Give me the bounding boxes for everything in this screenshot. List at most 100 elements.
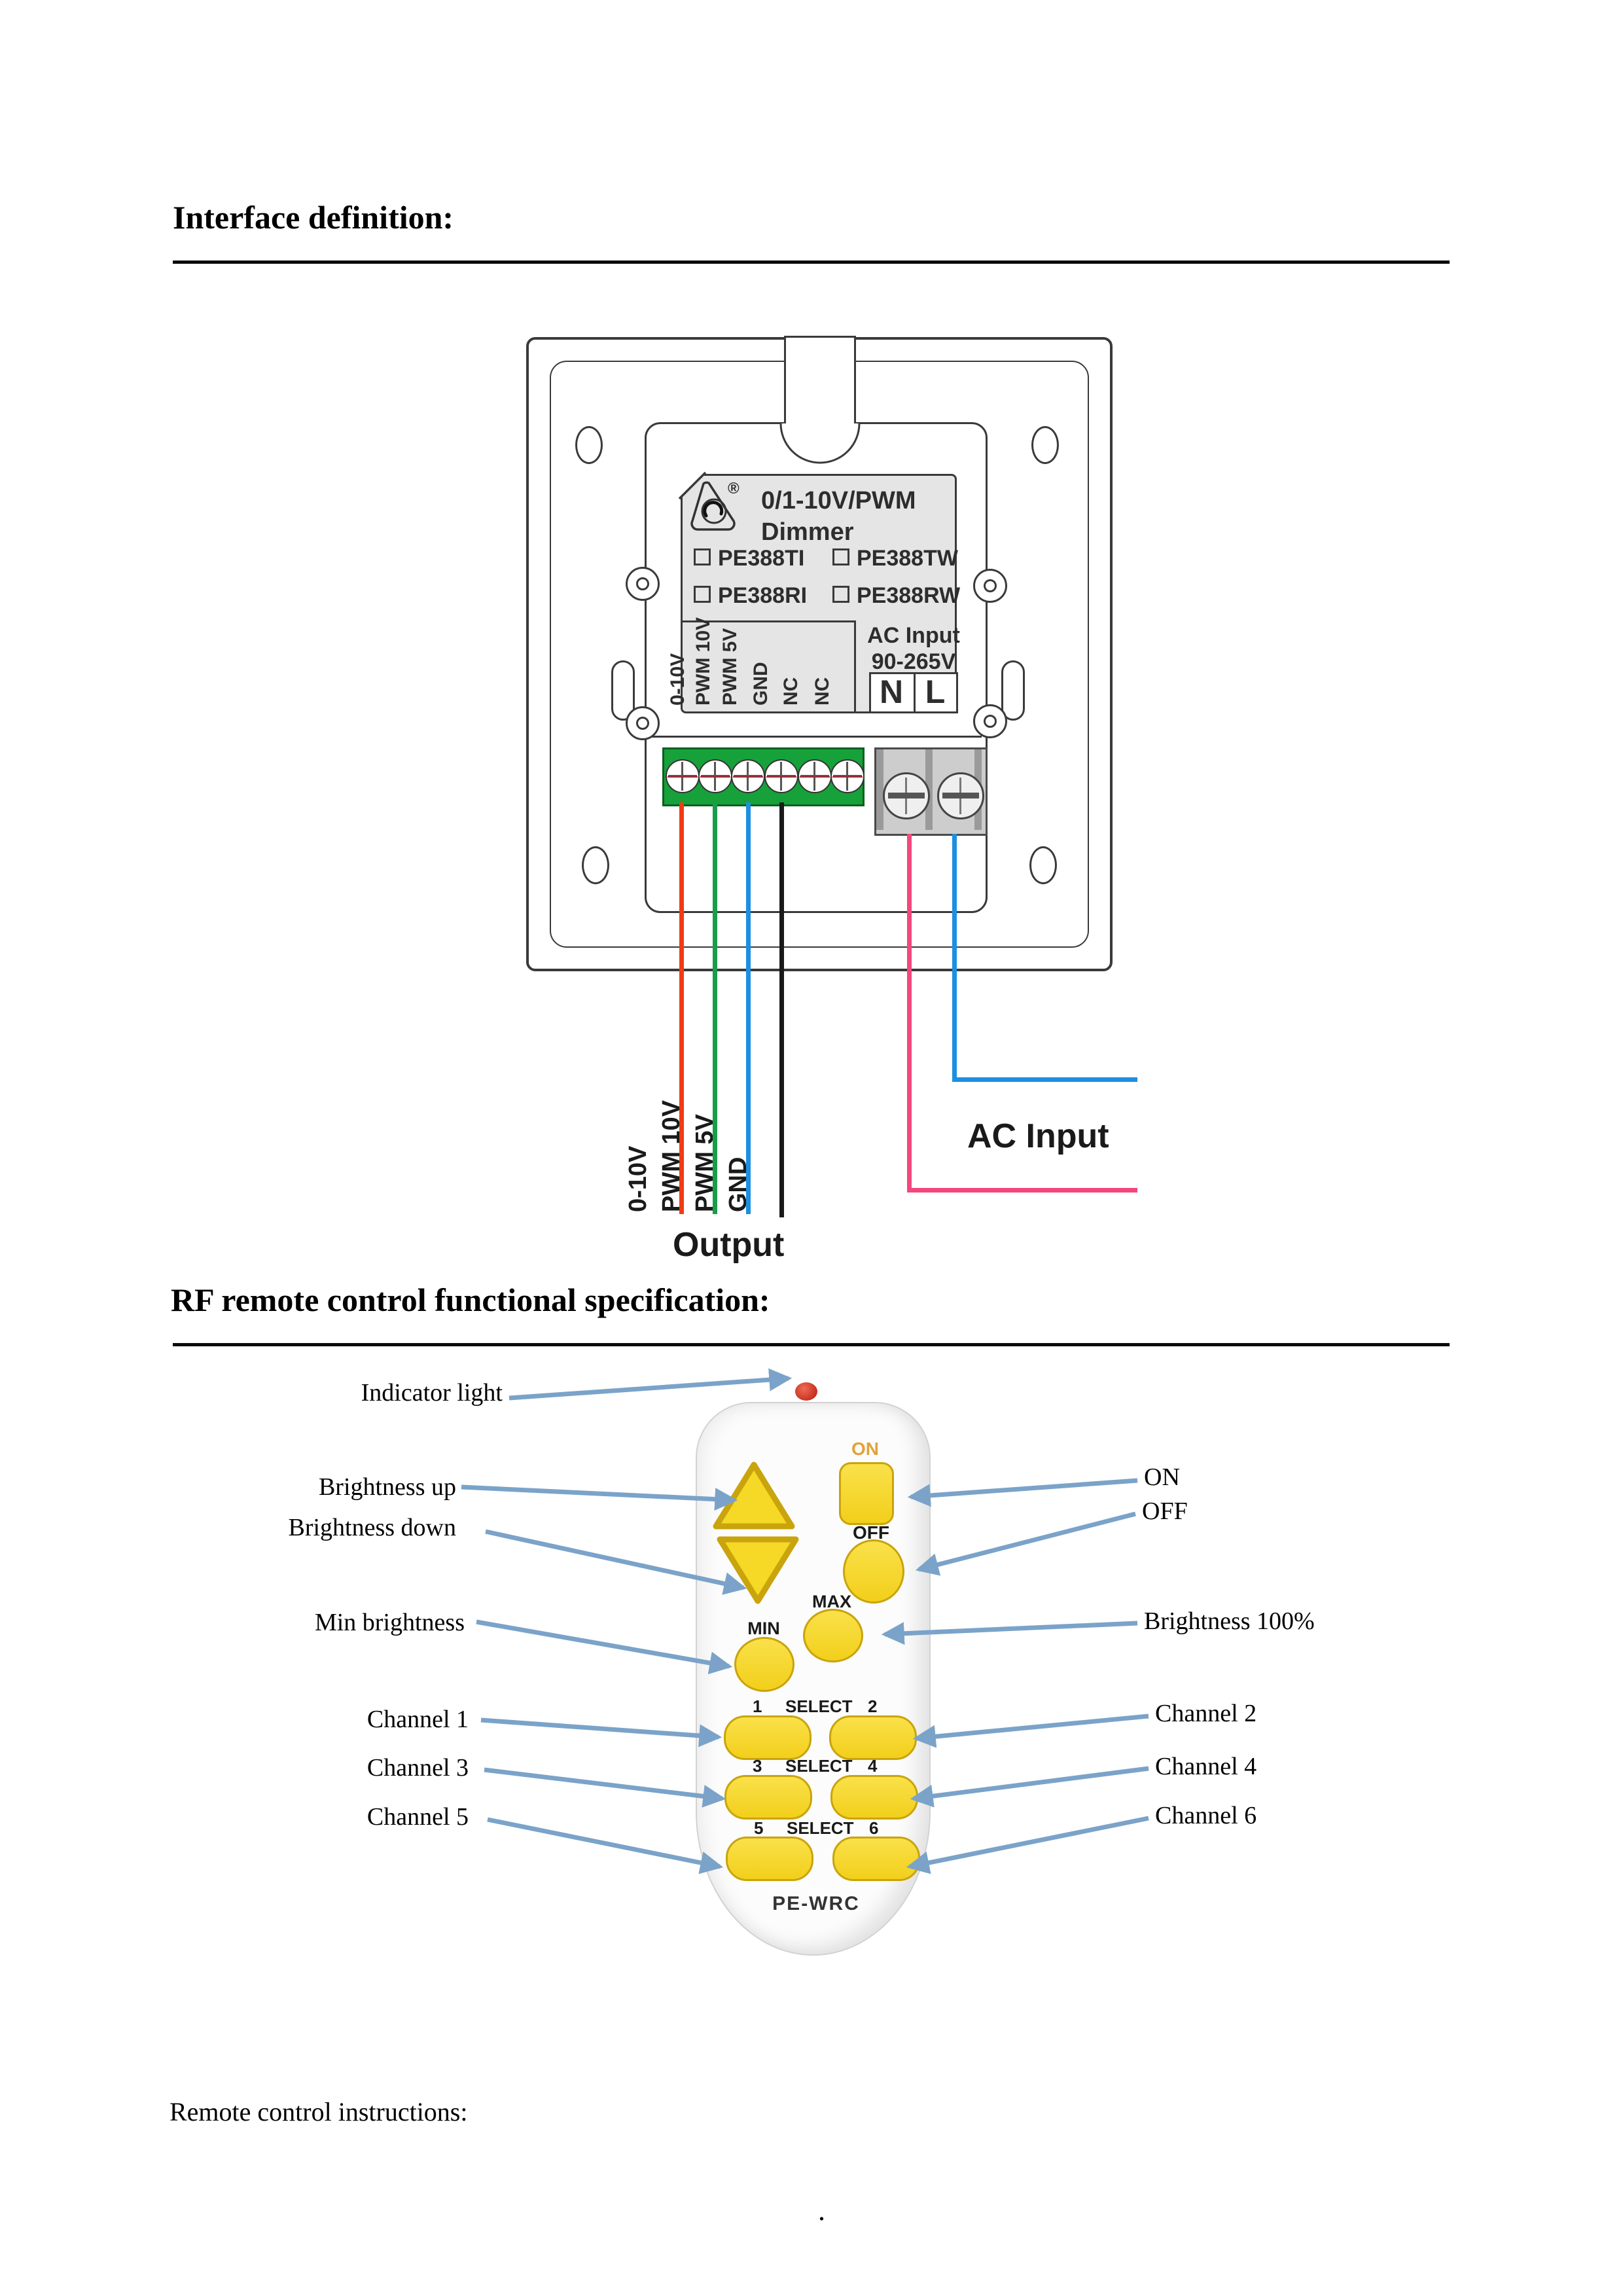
callout-channel-6: Channel 6	[1155, 1802, 1257, 1829]
screw-boss-center	[636, 577, 649, 590]
arrow-min-brightness	[476, 1619, 733, 1675]
model-checkbox	[832, 586, 849, 603]
model-label: PE388TI	[718, 546, 805, 571]
model-label: PE388RW	[857, 583, 961, 608]
terminal-screw	[830, 759, 865, 793]
ac-block-flange	[876, 749, 883, 830]
nl-divider	[914, 672, 916, 713]
model-checkbox	[832, 548, 849, 565]
terminal-label-nc1: NC	[780, 677, 802, 706]
ac-terminal-screw	[937, 772, 984, 819]
screw-hole-top-right	[1031, 426, 1059, 464]
channel-4-button	[830, 1775, 918, 1820]
arrow-on	[907, 1478, 1138, 1507]
arrow-brightness-up	[461, 1484, 738, 1511]
channel-6-button	[832, 1837, 920, 1881]
off-button	[843, 1539, 904, 1604]
callout-off: OFF	[1142, 1498, 1188, 1525]
callout-on: ON	[1144, 1463, 1180, 1491]
mounting-tab	[784, 336, 856, 424]
registered-mark: ®	[728, 480, 740, 497]
model-checkbox	[694, 548, 711, 565]
terminal-label-gnd: GND	[750, 662, 772, 706]
screw-hole-bottom-right	[1029, 846, 1057, 884]
screw-hole-bottom-left	[582, 846, 609, 884]
terminal-label-pwm5v: PWM 5V	[719, 628, 741, 706]
section-title-interface: Interface definition:	[173, 199, 454, 236]
section-title-rf-remote: RF remote control functional specificati…	[171, 1282, 770, 1318]
terminal-n-label: N	[879, 673, 904, 710]
callout-brightness-up: Brightness up	[318, 1473, 456, 1501]
wire-ac-neutral	[907, 834, 912, 1193]
callout-channel-5: Channel 5	[366, 1803, 469, 1831]
select-row2-num-right: 4	[868, 1756, 878, 1776]
max-button	[803, 1609, 863, 1662]
arrow-indicator-light	[508, 1368, 793, 1401]
min-button	[734, 1637, 794, 1692]
screw-boss-center	[984, 715, 997, 728]
max-button-label: MAX	[812, 1592, 851, 1611]
panel-divider-h	[683, 620, 854, 622]
select-row3-word: SELECT	[787, 1818, 854, 1838]
terminal-label-0-10v: 0-10V	[667, 653, 688, 706]
channel-5-button	[726, 1837, 813, 1881]
arrow-channel-5	[487, 1817, 724, 1874]
model-label: PE388TW	[857, 546, 958, 571]
ac-input-title: AC Input	[867, 623, 960, 648]
section-divider-1	[173, 260, 1450, 264]
select-row1-word: SELECT	[785, 1696, 853, 1716]
select-row1-num-left: 1	[753, 1696, 762, 1716]
callout-brightness-100: Brightness 100%	[1144, 1607, 1315, 1635]
select-row2-word: SELECT	[785, 1756, 853, 1776]
wire-gnd	[779, 802, 784, 1217]
arrow-channel-6	[906, 1816, 1149, 1874]
wire-pwm-10v	[713, 802, 717, 1214]
section-divider-2	[173, 1343, 1450, 1346]
terminal-screw	[698, 759, 732, 793]
callout-indicator-light: Indicator light	[361, 1379, 503, 1407]
terminal-screw	[666, 759, 700, 793]
callout-channel-2: Channel 2	[1155, 1700, 1257, 1727]
wire-ac-live	[952, 834, 957, 1082]
select-row3-num-right: 6	[869, 1818, 879, 1838]
select-row2-num-left: 3	[753, 1756, 762, 1776]
arrow-channel-1	[480, 1717, 722, 1748]
on-button	[839, 1462, 894, 1525]
callout-channel-3: Channel 3	[366, 1754, 469, 1782]
indicator-light	[795, 1382, 817, 1401]
model-label: PE388RI	[718, 583, 808, 608]
select-row3-num-left: 5	[754, 1818, 764, 1838]
screw-hole-top-left	[575, 426, 603, 464]
terminal-label-pwm10v: PWM 10V	[692, 617, 714, 706]
product-name-line2: Dimmer	[761, 518, 854, 546]
output-caption: Output	[673, 1226, 785, 1264]
wire-ac-live-horizontal	[952, 1077, 1137, 1082]
terminal-compartment-line	[647, 736, 982, 738]
channel-2-button	[829, 1715, 917, 1760]
screw-boss-center	[984, 579, 997, 592]
terminal-screw	[731, 759, 765, 793]
ac-input-range: 90-265V	[871, 649, 956, 674]
wire-0-10v	[679, 802, 684, 1214]
product-name-line1: 0/1-10V/PWM	[761, 487, 916, 514]
arrow-channel-3	[484, 1767, 726, 1808]
callout-brightness-down: Brightness down	[288, 1514, 457, 1541]
min-button-label: MIN	[747, 1619, 780, 1638]
model-checkbox	[694, 586, 711, 603]
stray-period: .	[818, 2195, 825, 2227]
channel-3-button	[724, 1775, 812, 1820]
wire-ac-neutral-horizontal	[907, 1188, 1137, 1193]
wire-pwm-5v	[746, 802, 751, 1214]
screw-boss-center	[636, 717, 649, 730]
ac-terminal-screw	[883, 772, 930, 819]
footer-instructions-title: Remote control instructions:	[169, 2097, 468, 2126]
remote-model-label: PE-WRC	[772, 1893, 860, 1914]
wire-label-0-10v: 0-10V	[624, 1145, 652, 1212]
arrow-channel-2	[912, 1713, 1149, 1748]
arrow-off	[915, 1511, 1136, 1576]
off-button-label: OFF	[853, 1522, 889, 1543]
on-button-label: ON	[851, 1439, 879, 1459]
side-slot-right	[1001, 660, 1025, 721]
panel-divider-v	[854, 620, 856, 711]
